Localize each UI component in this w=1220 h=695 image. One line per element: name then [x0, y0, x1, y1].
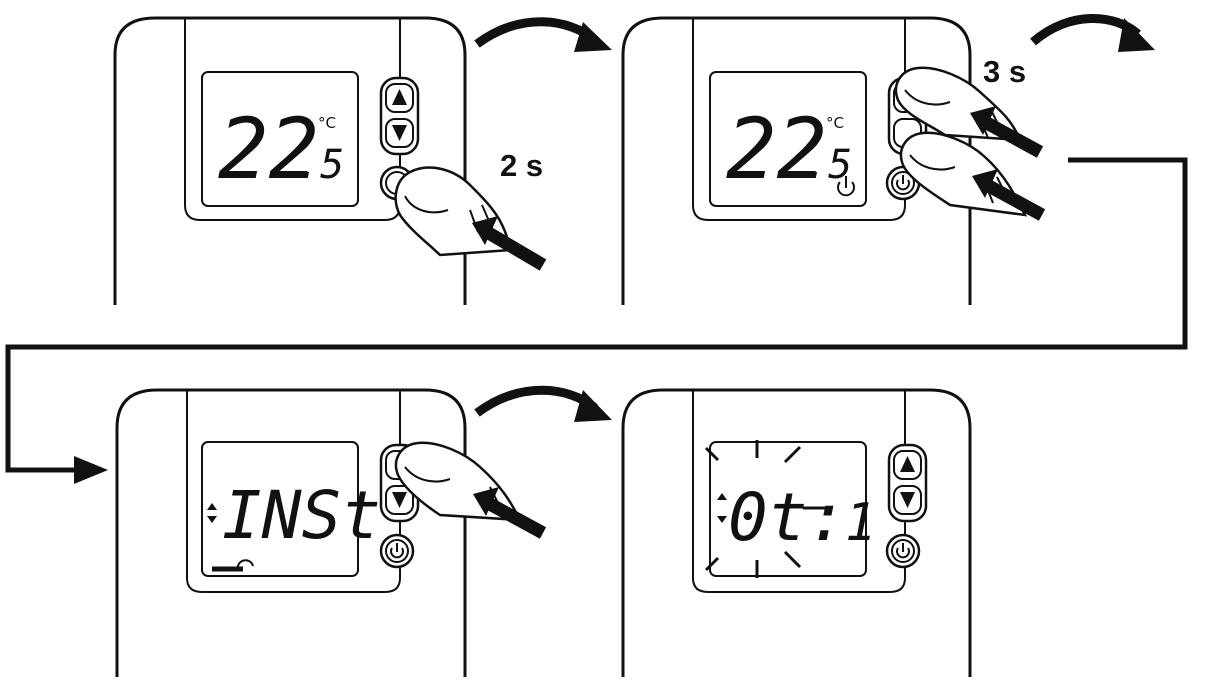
curved-arrow-icon	[474, 385, 598, 417]
celsius-unit: °C	[318, 114, 336, 132]
up-arrow-icon	[207, 503, 217, 510]
down-arrow-icon	[392, 125, 407, 141]
wrench-icon	[212, 559, 254, 572]
press-arrow-icon	[473, 487, 499, 516]
lcd-screen	[709, 71, 867, 207]
parameter-value: 1	[845, 493, 876, 553]
thermostat-panel-1: 22 .5 °C 2 s	[113, 16, 547, 305]
down-arrow-icon	[900, 492, 915, 508]
thermostat-panel-4: 0t: 1	[621, 388, 972, 677]
up-arrow-icon	[392, 89, 407, 105]
flow-connector	[5, 157, 1188, 473]
up-arrow-icon	[900, 456, 915, 472]
down-arrow-icon	[717, 516, 727, 523]
power-icon	[837, 176, 855, 197]
temperature-reading: 22	[218, 100, 319, 198]
temperature-reading: 22	[726, 100, 827, 198]
parameter-code: 0t:	[728, 479, 847, 556]
press-arrow-icon	[972, 169, 998, 198]
up-arrow-icon	[717, 493, 727, 500]
press-arrow-icon	[472, 216, 498, 245]
thermostat-panel-3: INSt	[115, 388, 547, 677]
power-icon	[896, 175, 910, 191]
menu-display-text: INSt	[222, 477, 381, 554]
down-arrow-icon	[392, 492, 407, 508]
power-icon	[390, 543, 404, 559]
thermostat-panel-2: 22 .5 °C 3 s	[621, 16, 1046, 305]
power-icon	[896, 543, 910, 559]
flow-arrow-icon	[74, 456, 108, 484]
down-arrow-icon	[207, 516, 217, 523]
lcd-screen	[201, 441, 359, 577]
lcd-screen	[709, 441, 867, 577]
flashing-indicator	[704, 440, 825, 578]
lcd-screen	[201, 71, 359, 207]
temperature-decimal: .5	[296, 142, 344, 188]
press-duration-label: 2 s	[500, 148, 543, 183]
press-arrow-icon	[970, 106, 996, 135]
celsius-unit: °C	[826, 114, 844, 132]
temperature-decimal: .5	[804, 142, 852, 188]
press-duration-label: 3 s	[983, 54, 1026, 89]
curved-arrow-icon	[474, 17, 598, 48]
